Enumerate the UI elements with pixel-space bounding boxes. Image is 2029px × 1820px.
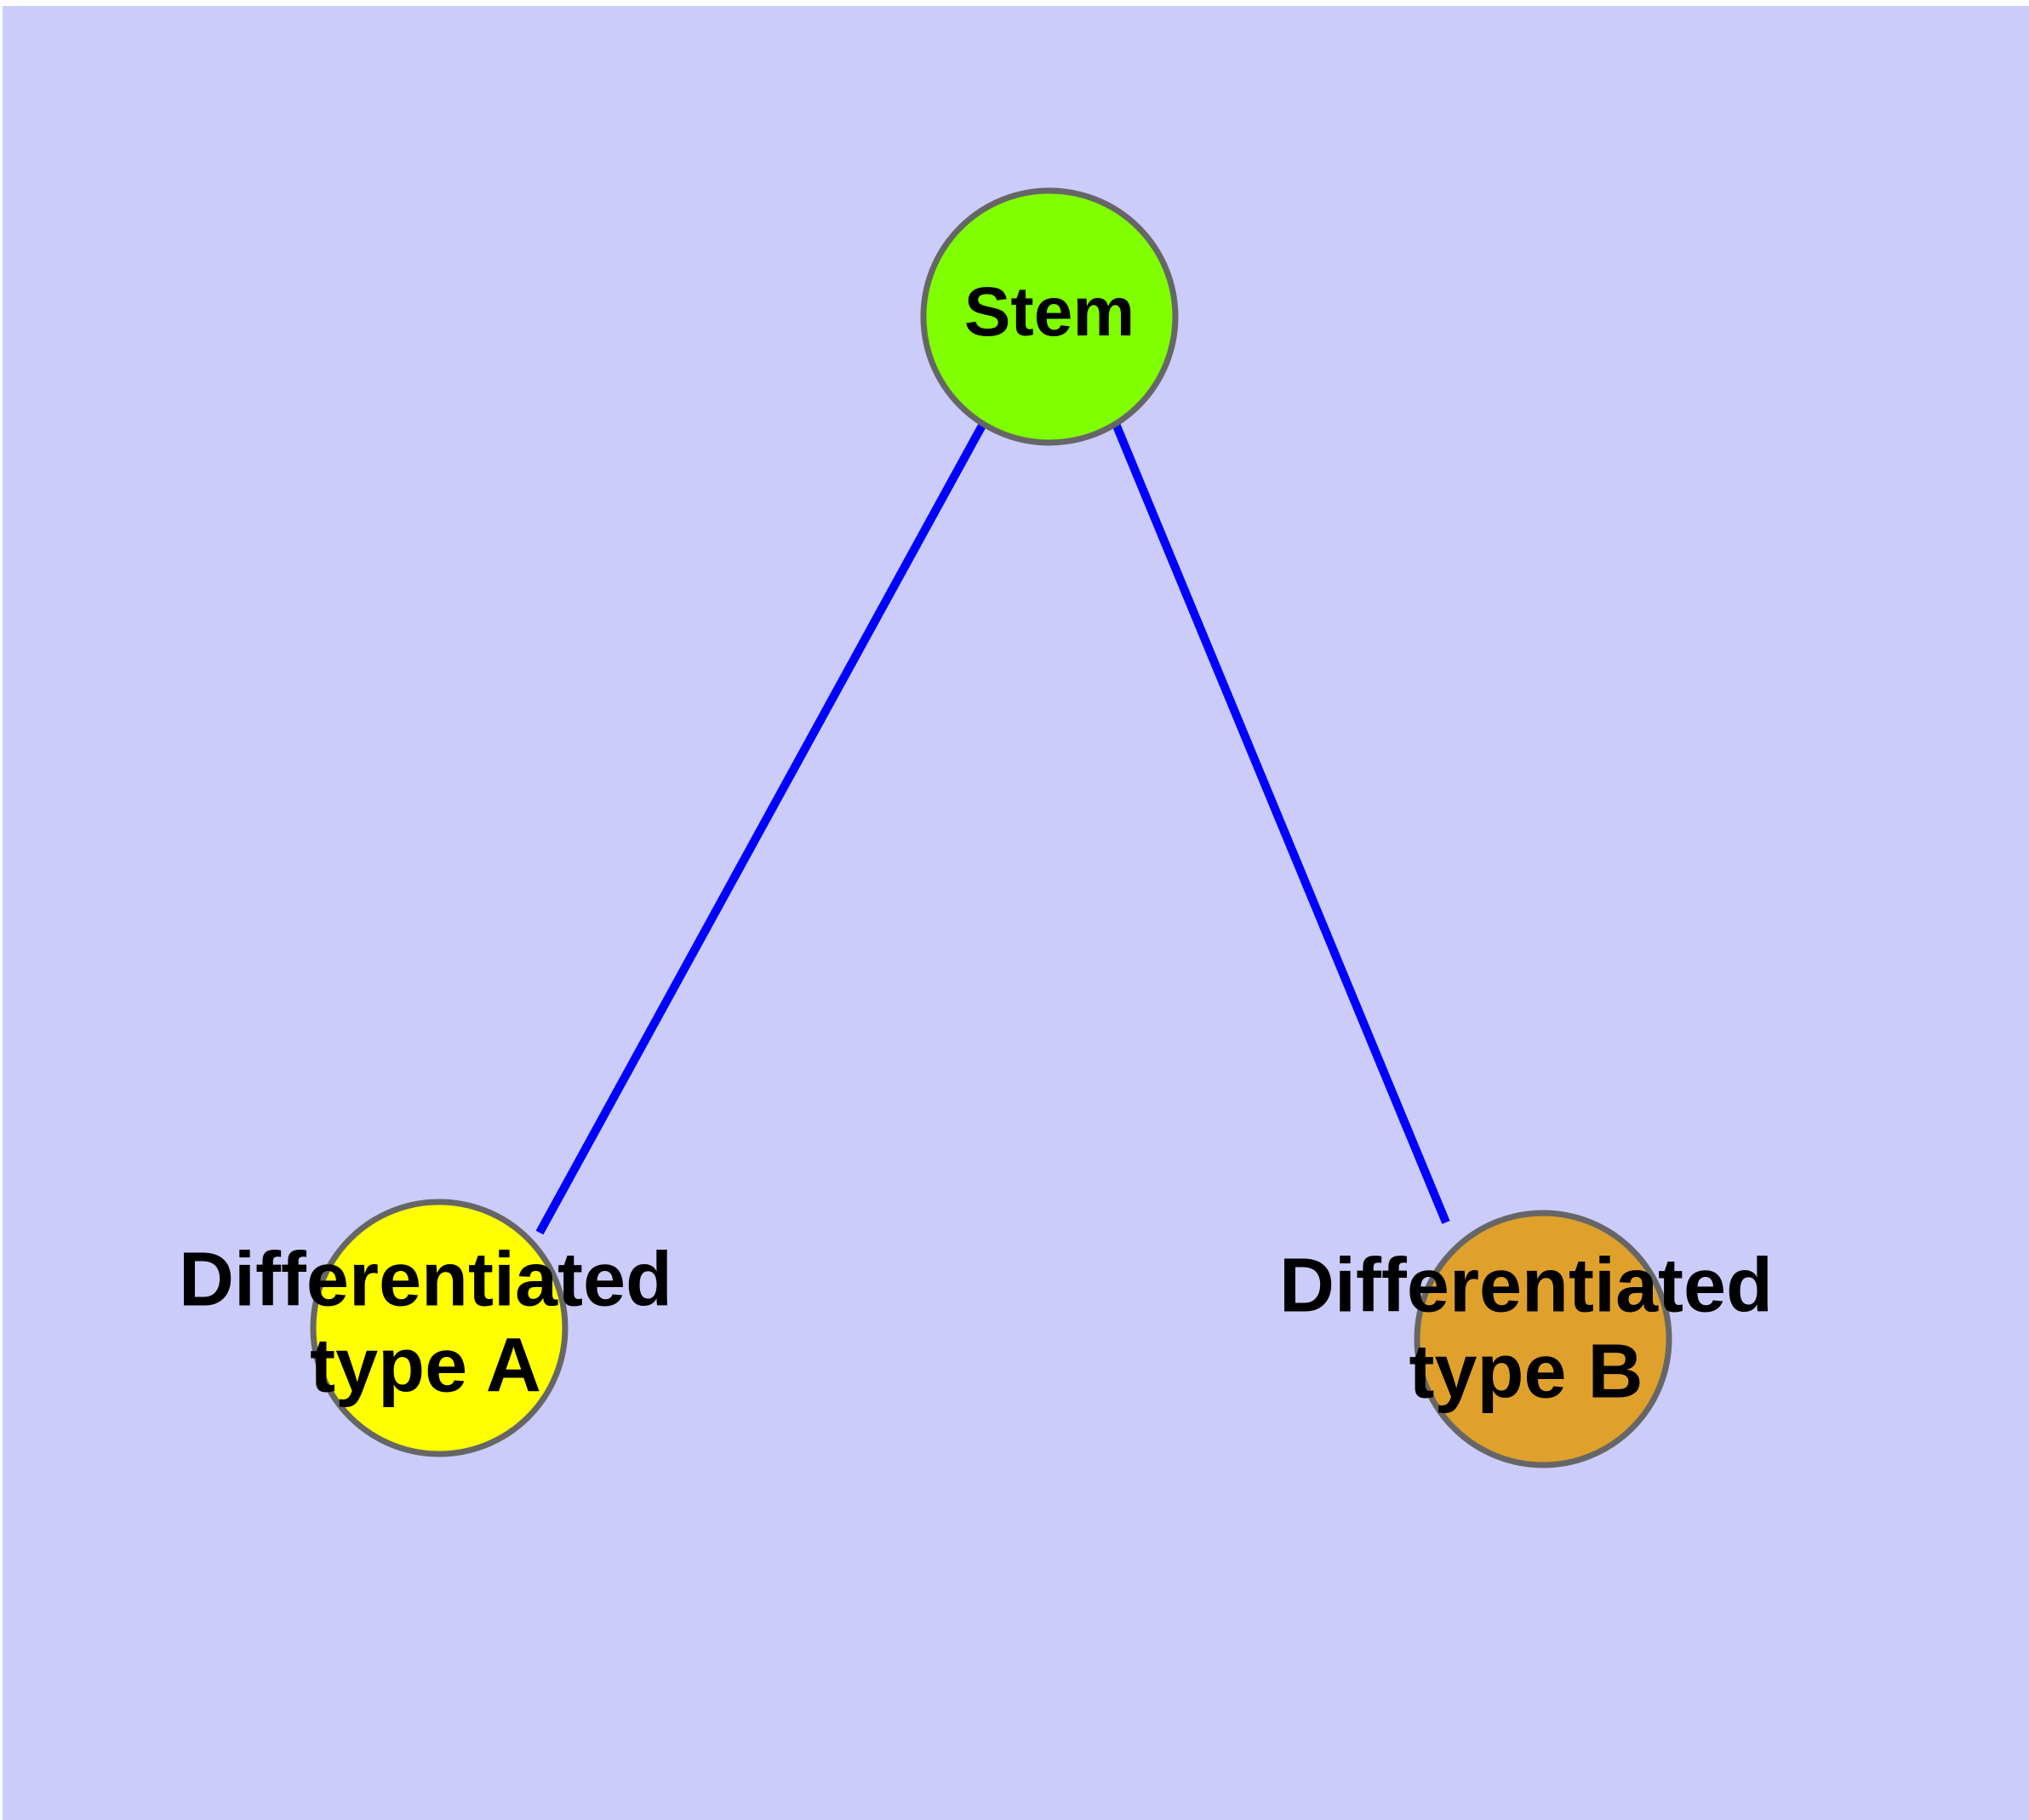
node-diff_a[interactable]	[310, 1199, 569, 1457]
node-label-line: type B	[1409, 1329, 1643, 1414]
edge-stem-to-diff_a	[535, 421, 987, 1235]
node-label-stem: Stem	[964, 273, 1135, 351]
edge-stem-to-diff_b	[1112, 422, 1450, 1224]
node-label-line: Stem	[964, 273, 1135, 351]
node-label-line: Differentiated	[1279, 1243, 1773, 1328]
nodes-group	[310, 187, 1672, 1468]
node-stem[interactable]	[920, 187, 1179, 446]
node-diff_b[interactable]	[1414, 1210, 1672, 1468]
node-label-line: type A	[310, 1323, 541, 1408]
node-label-line: Differentiated	[179, 1237, 672, 1322]
edges-group	[535, 421, 1450, 1235]
